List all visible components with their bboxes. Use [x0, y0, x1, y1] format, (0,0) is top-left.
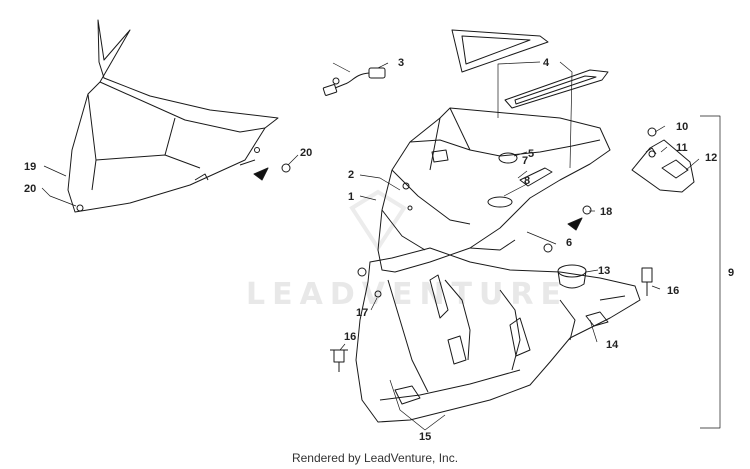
leader-lines	[41, 61, 721, 431]
windshield-drawing	[67, 19, 279, 213]
callout-7: 7	[522, 155, 528, 167]
callout-9: 9	[728, 267, 734, 279]
belly-pan-drawing	[355, 247, 641, 423]
callout-20-right: 20	[300, 147, 312, 159]
callout-3: 3	[398, 57, 404, 69]
upper-hood-drawing	[377, 107, 611, 273]
callout-14: 14	[606, 339, 619, 351]
harness-drawing	[322, 67, 386, 96]
callout-6: 6	[566, 237, 572, 249]
callout-4: 4	[543, 57, 550, 69]
arrow-marker-right	[567, 217, 583, 231]
callouts: 3 4 5 2 1 7 8 6 18 10 11 12 9 13 16 14 1…	[24, 57, 734, 443]
callout-13: 13	[598, 265, 610, 277]
callout-17: 17	[356, 307, 368, 319]
lenses-drawing	[451, 29, 609, 109]
arrow-marker-left	[253, 167, 269, 181]
callout-16-left: 16	[344, 331, 356, 343]
fasteners-drawing	[76, 127, 657, 372]
boot-drawing	[557, 264, 587, 289]
callout-2: 2	[348, 169, 354, 181]
callout-19: 19	[24, 161, 36, 173]
callout-5: 5	[528, 148, 534, 160]
watermark: LEADVENTURE	[246, 189, 568, 312]
callout-15: 15	[419, 431, 431, 443]
callout-10: 10	[676, 121, 688, 133]
callout-1: 1	[348, 191, 354, 203]
callout-18: 18	[600, 206, 612, 218]
bracket-drawing	[631, 139, 695, 193]
callout-20-left: 20	[24, 183, 36, 195]
callout-8: 8	[524, 175, 530, 187]
callout-16-right: 16	[667, 285, 679, 297]
watermark-text: LEADVENTURE	[246, 277, 568, 312]
callout-11: 11	[676, 142, 688, 154]
footer-credit: Rendered by LeadVenture, Inc.	[291, 451, 459, 465]
callout-12: 12	[705, 152, 717, 164]
